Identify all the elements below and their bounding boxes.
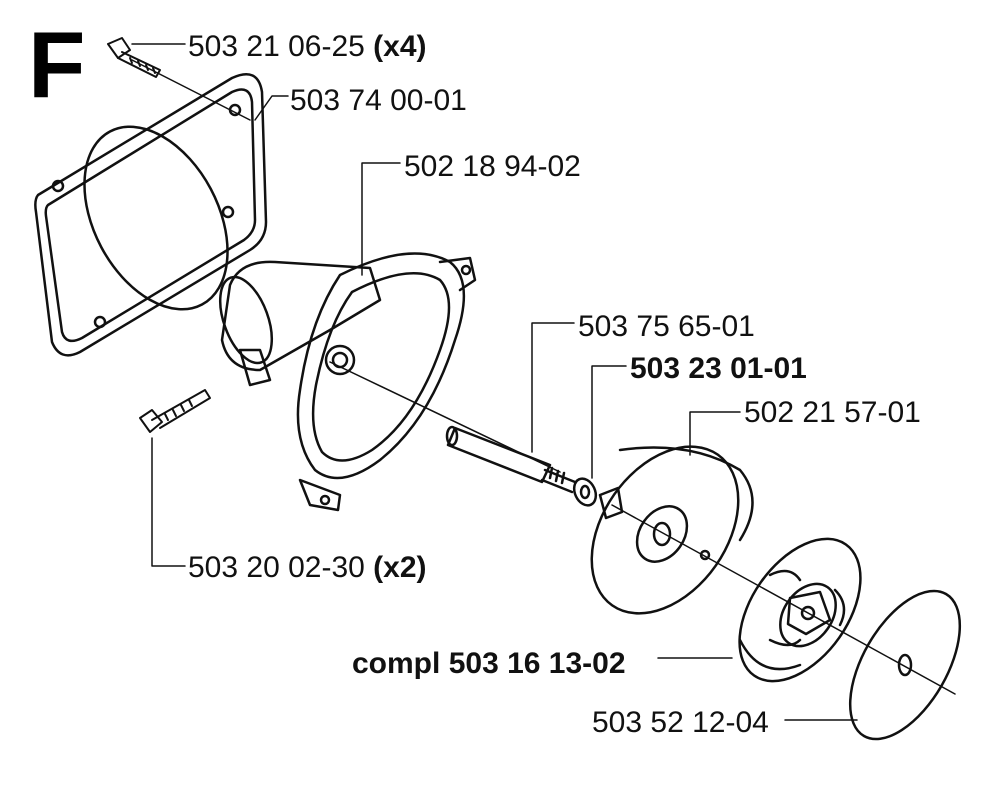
part-number: 503 52 12-04 — [592, 706, 769, 739]
clutch-drum — [590, 445, 754, 615]
screw-small — [107, 37, 161, 78]
part-number: 503 75 65-01 — [578, 310, 755, 343]
part-number: 503 20 02-30 — [188, 551, 365, 584]
washer — [572, 477, 598, 507]
part-number: 503 23 01-01 — [630, 352, 807, 385]
part-number: 503 21 06-25 — [188, 30, 365, 63]
part-number: 502 21 57-01 — [744, 396, 921, 429]
disc — [848, 589, 962, 741]
part-prefix: compl — [352, 647, 441, 680]
part-quantity: (x2) — [373, 551, 427, 584]
part-label: 502 18 94-02 — [404, 150, 581, 184]
clutch-housing — [218, 252, 477, 512]
part-number: 503 16 13-02 — [448, 647, 626, 680]
part-label: compl 503 16 13-02 — [352, 647, 626, 681]
part-number: 503 74 00-01 — [290, 84, 467, 117]
bolt — [139, 389, 211, 433]
clutch-assembly — [738, 537, 862, 683]
part-quantity: (x4) — [373, 30, 427, 63]
part-label: 503 23 01-01 — [630, 352, 807, 386]
part-label: 503 20 02-30 (x2) — [188, 551, 427, 585]
part-label: 503 21 06-25 (x4) — [188, 30, 427, 64]
part-label: 503 52 12-04 — [592, 706, 769, 740]
shaft — [445, 425, 577, 494]
part-label: 503 75 65-01 — [578, 310, 755, 344]
part-label: 503 74 00-01 — [290, 84, 467, 118]
gasket-plate — [34, 73, 268, 357]
part-number: 502 18 94-02 — [404, 150, 581, 183]
part-label: 502 21 57-01 — [744, 396, 921, 430]
leader-lines — [131, 43, 956, 721]
section-letter: F — [28, 12, 86, 117]
